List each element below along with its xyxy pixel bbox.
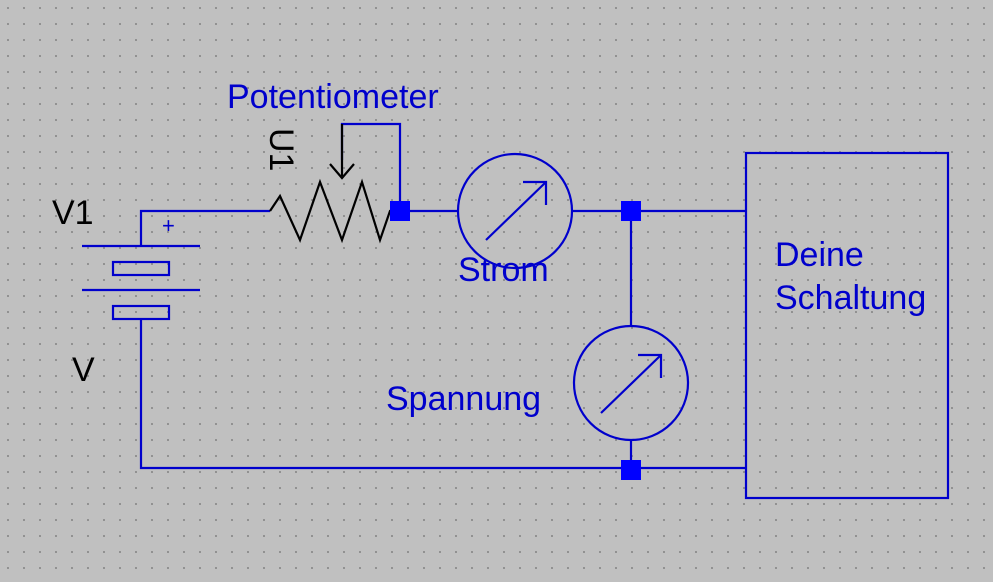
junction-node-bottom[interactable] [621, 460, 641, 480]
potentiometer-ref-label: U1 [262, 128, 300, 171]
battery-ref-label: V1 [52, 194, 94, 232]
battery-plus-sign: + [162, 213, 175, 238]
potentiometer-symbol[interactable] [269, 124, 400, 244]
circuit-block[interactable] [744, 151, 950, 500]
junction-node-pot[interactable] [390, 201, 410, 221]
circuit-block-label-line2: Schaltung [775, 279, 926, 317]
wire-bottom-return[interactable] [139, 320, 746, 470]
ammeter-label: Strom [458, 251, 549, 289]
wires [139, 122, 746, 470]
wire-battery-to-pot[interactable] [139, 209, 270, 246]
ammeter-symbol[interactable] [456, 152, 574, 270]
voltmeter-symbol[interactable] [572, 324, 690, 442]
potentiometer-label: Potentiometer [227, 78, 439, 116]
junction-node-top[interactable] [621, 201, 641, 221]
battery-symbol[interactable] [82, 244, 200, 321]
voltmeter-label: Spannung [386, 380, 541, 418]
battery-value-label: V [72, 351, 95, 389]
circuit-block-label-line1: Deine [775, 236, 864, 274]
